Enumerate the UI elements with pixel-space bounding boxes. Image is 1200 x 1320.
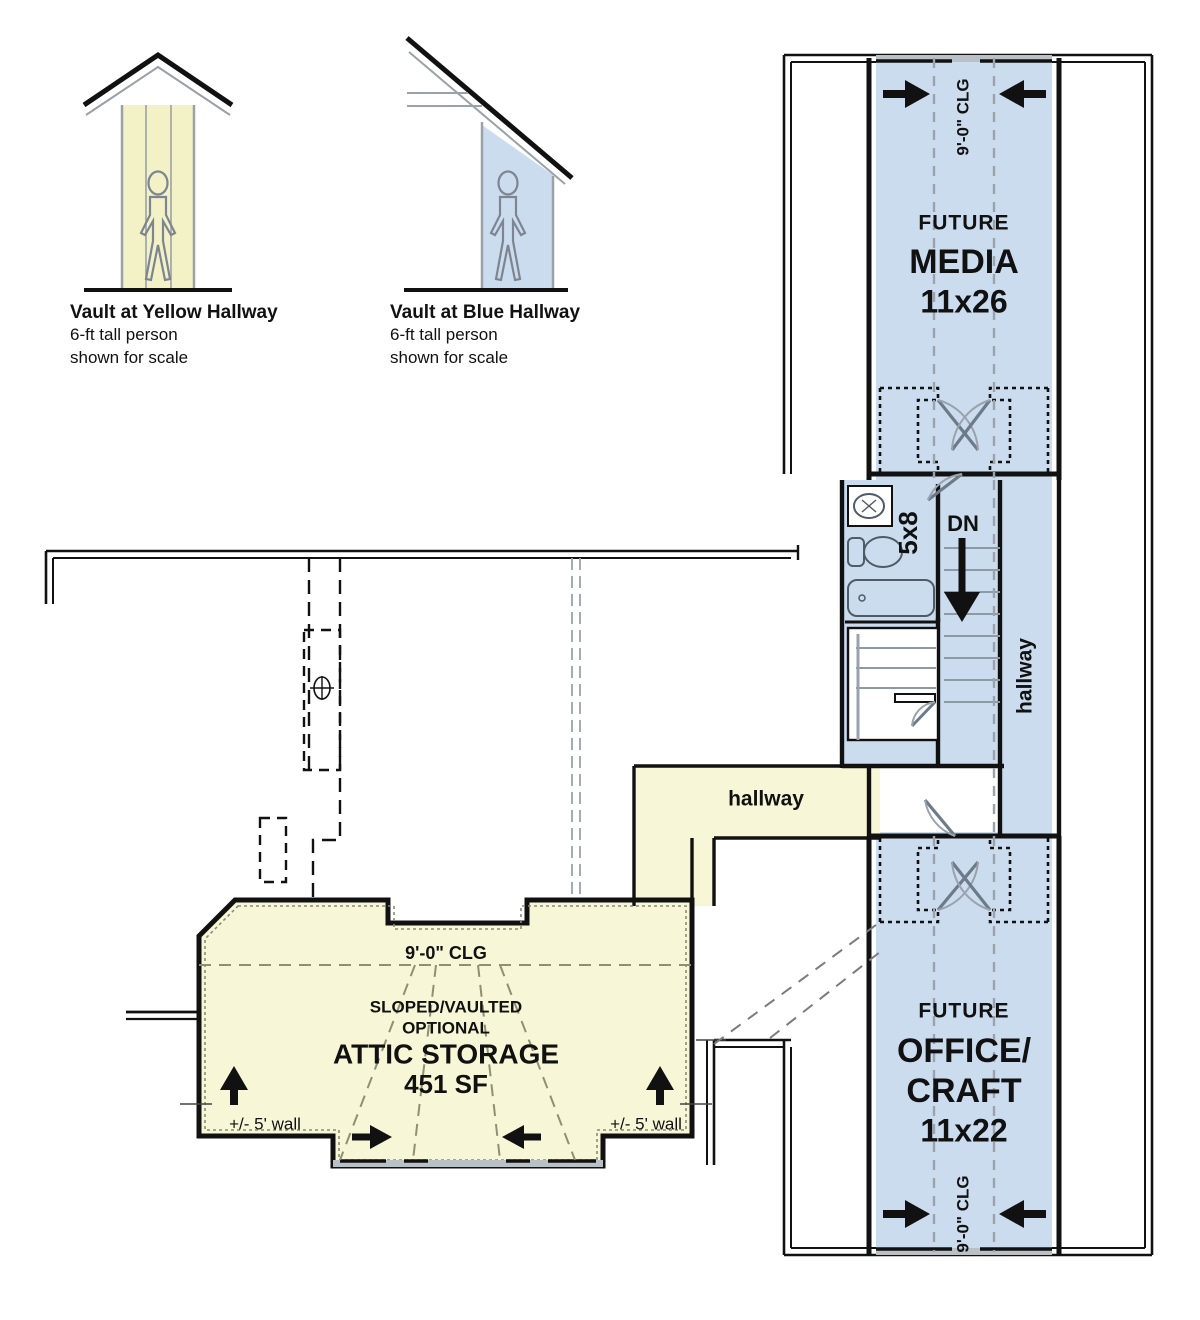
framing-box-small <box>258 816 288 884</box>
bathroom-fixtures <box>847 485 935 617</box>
media-ceiling-label: 9'-0" CLG <box>953 78 972 155</box>
legend-yellow-line1: 6-ft tall person <box>70 325 178 344</box>
blue-wing-fills <box>842 58 1052 1252</box>
media-closets-and-doors <box>878 386 1050 502</box>
attic-dormer-band <box>333 1160 603 1167</box>
office-ceiling-label: 9'-0" CLG <box>953 1175 972 1252</box>
office-dimensions-label: 11x22 <box>920 1112 1007 1148</box>
yellow-area-walls <box>126 764 880 1169</box>
media-entry-door-leaf <box>927 472 963 502</box>
legend-yellow-line2: shown for scale <box>70 348 188 367</box>
media-door-left-leaf <box>936 399 980 451</box>
bathtub-icon <box>847 579 935 617</box>
sight-line-lower <box>769 951 881 1039</box>
stair-door-arc <box>911 701 936 727</box>
sight-lines <box>713 921 881 1045</box>
framing-dash-right <box>311 558 342 898</box>
blue-hallway-fill <box>1000 480 1052 835</box>
left-roof-framing <box>258 558 581 902</box>
arrow-left-icon-media <box>999 80 1046 108</box>
office-name-line1-label: OFFICE/ <box>897 1032 1032 1070</box>
legend-blue-line1: 6-ft tall person <box>390 325 498 344</box>
media-name-label: MEDIA <box>909 243 1019 281</box>
attic-option-line2-label: OPTIONAL <box>402 1018 490 1037</box>
sink-faucet-icon <box>861 499 877 513</box>
arrow-down-icon <box>944 538 980 622</box>
office-prefix-label: FUTURE <box>918 1000 1009 1023</box>
media-door-right-leaf <box>950 399 992 451</box>
sink-icon <box>853 493 885 519</box>
office-entry-door-leaf <box>923 798 957 838</box>
office-door-right-arc <box>951 861 991 911</box>
arrow-right-icon-attic <box>352 1125 392 1149</box>
bathtub-drain-icon <box>858 594 866 602</box>
office-bottom-band <box>876 1248 1052 1255</box>
legend-blue-line2: shown for scale <box>390 348 508 367</box>
shed-roof-icon <box>405 36 574 185</box>
media-room-fill <box>876 58 1052 480</box>
arrow-up-icon-attic-right <box>646 1066 674 1105</box>
attic-storage-fill <box>199 900 692 1166</box>
attic-vault-dash-right-outer <box>499 964 576 1161</box>
attic-vault-dash-left-inner <box>412 964 437 1161</box>
legend-yellow-vault: Vault at Yellow Hallway 6-ft tall person… <box>70 51 278 367</box>
media-closet-right-outline <box>988 386 1048 474</box>
toilet-icon <box>863 536 903 568</box>
attic-name-label: ATTIC STORAGE <box>333 1038 559 1069</box>
sight-line-upper <box>713 921 881 1045</box>
bath-dimensions-label: 5x8 <box>893 511 923 554</box>
stair-door-leaf <box>910 700 937 728</box>
office-entry-door-arc <box>924 799 956 837</box>
attic-wall-note-right-label: +/- 5' wall <box>610 1114 682 1133</box>
attic-ceiling-label: 9'-0" CLG <box>405 943 487 963</box>
attic-area-label: 451 SF <box>404 1069 488 1099</box>
arrow-left-icon-office <box>999 1200 1046 1228</box>
yellow-connector-fill <box>634 838 714 906</box>
media-prefix-label: FUTURE <box>918 212 1009 235</box>
stair-landing-door <box>894 693 936 703</box>
arrow-left-icon-attic <box>502 1125 541 1149</box>
center-mark-icon <box>310 676 334 700</box>
stair-direction-label: DN <box>947 511 979 536</box>
attic-vault-dash-right-inner <box>477 964 501 1161</box>
office-door-left-leaf <box>936 860 980 912</box>
media-door-left-arc <box>937 399 979 451</box>
blue-hallway-label: hallway <box>1014 638 1037 714</box>
media-entry-door-arc <box>927 473 963 501</box>
attic-wall-note-left-label: +/- 5' wall <box>229 1114 301 1133</box>
office-door-left-arc <box>937 861 979 911</box>
arrow-right-icon-office <box>883 1200 930 1228</box>
arrow-up-icon-attic-left <box>220 1066 248 1105</box>
office-closet-left-outline <box>880 836 940 924</box>
yellow-hallway-label: hallway <box>728 788 804 811</box>
ceiling-break-lines <box>932 58 996 1252</box>
gable-roof-icon <box>82 51 234 116</box>
legend-blue-vault: Vault at Blue Hallway 6-ft tall person s… <box>390 36 580 367</box>
attic-vault-dash-left-outer <box>339 964 416 1161</box>
attic-vault-dashes <box>199 964 692 1161</box>
office-closets-and-doors <box>878 798 1050 924</box>
legend-yellow-title: Vault at Yellow Hallway <box>70 302 278 323</box>
staircase <box>846 538 1000 742</box>
office-name-line2-label: CRAFT <box>906 1072 1021 1110</box>
office-closet-right-outline <box>988 836 1048 924</box>
yellow-areas-fills <box>199 766 880 1166</box>
attic-option-line1-label: SLOPED/VAULTED <box>370 997 522 1016</box>
lower-flight-box <box>846 626 940 742</box>
media-dimensions-label: 11x26 <box>920 283 1007 319</box>
attic-storage-outline-inner <box>204 905 687 1161</box>
framing-box <box>302 628 342 772</box>
media-closet-left-outline <box>880 386 940 474</box>
office-craft-fill <box>876 832 1052 1252</box>
legend-blue-title: Vault at Blue Hallway <box>390 302 580 323</box>
office-door-right-leaf <box>950 861 992 911</box>
legend-blue-fill <box>482 125 553 290</box>
media-door-right-arc <box>951 399 991 451</box>
arrow-right-icon-media <box>883 80 930 108</box>
attic-storage-outline <box>196 897 695 1169</box>
media-top-band <box>876 55 1052 62</box>
